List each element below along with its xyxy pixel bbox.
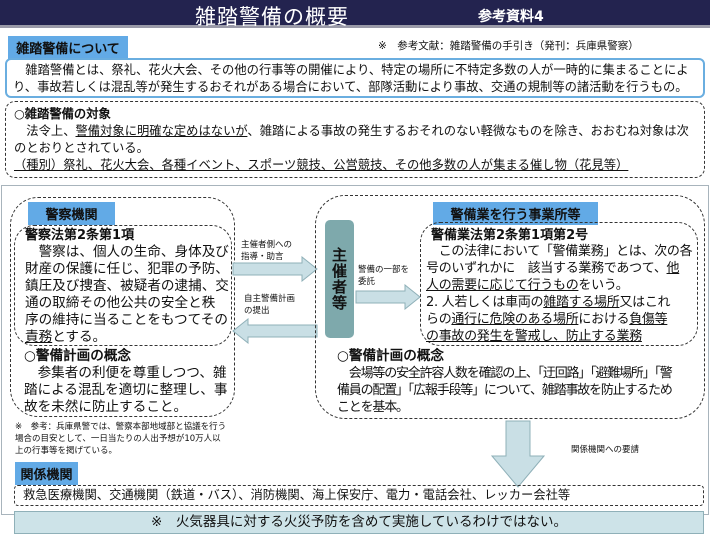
police-line: 鎮圧及び捜査、被疑者の逮捕、交 <box>25 278 229 294</box>
security-line: 又はこれ <box>619 295 671 310</box>
right-arrow-icon <box>232 256 318 282</box>
citation: ※ 参考文献：雑踏警備の手引き（発刊：兵庫県警察） <box>378 40 639 52</box>
arrow-label: 指導・助言 <box>241 252 284 262</box>
about-box: 雑踏警備とは、祭礼、花火大会、その他の行事等の開催により、特定の場所に不特定多数… <box>5 58 705 98</box>
security-plan-line: 備員の配置」「広報手段等」について、雑踏事故を防止するため <box>337 383 673 398</box>
organizer-box: 主催者等 <box>325 220 354 338</box>
footer-banner: ※ 火気器具に対する火災予防を含めて実施しているわけではない。 <box>14 511 704 534</box>
security-line: この法律において「警備業務」とは、次の各 <box>426 244 693 259</box>
target-text: 、雑踏による事故の発生するおそれのない軽微なものを除き、おおむね対象は次 <box>247 124 689 138</box>
target-box: ○雑踏警備の対象 法令上、警備対象に明確な定めはないが、雑踏による事故の発生する… <box>5 101 705 178</box>
target-heading: ○雑踏警備の対象 <box>14 107 111 121</box>
police-label: 警察機関 <box>28 202 115 225</box>
security-line: をいう。 <box>578 278 629 293</box>
arrow-label: 主催者側への <box>241 240 293 250</box>
down-arrow-icon <box>491 420 545 488</box>
security-line: 雑踏する場所 <box>543 295 620 310</box>
security-label: 警備業を行う事業所等 <box>433 202 598 225</box>
page-title: 雑踏警備の概要 <box>195 5 349 29</box>
police-line: とする。 <box>52 329 107 345</box>
police-plan-line: 参集者の利便を尊重しつつ、雑 <box>24 365 227 381</box>
security-line: 他 <box>666 261 680 276</box>
police-line: 序の維持に当ることをもつてその <box>25 312 228 328</box>
arrow-label: の提出 <box>244 306 270 316</box>
arrow-label: 自主警備計画 <box>244 294 296 304</box>
target-text: のとおりとされている。 <box>14 141 149 155</box>
police-law-title: 警察法第2条第1項 <box>25 228 135 243</box>
security-line: 2. 人若しくは車両の <box>426 295 544 310</box>
related-text: 救急医療機関、交通機関（鉄道・バス）、消防機関、海上保安庁、電力・電話会社、レッ… <box>23 488 571 502</box>
police-plan-line: 故を未然に防止すること。 <box>24 399 188 415</box>
police-note: 上の行事等を掲げている。 <box>15 446 118 456</box>
target-text: 警備対象に明確な定めはないが <box>75 124 248 138</box>
arrow-label: 警備の一部を <box>358 265 410 275</box>
request-label: 関係機関への要請 <box>571 445 640 455</box>
security-law-title: 警備業法第2条第1項第2号 <box>431 228 589 243</box>
target-text: 法令上、 <box>14 124 76 138</box>
entrust-arrow-icon <box>355 284 421 310</box>
footer-text: ※ 火気器具に対する火災予防を含めて実施しているわけではない。 <box>151 514 567 530</box>
security-line: における <box>578 312 630 327</box>
police-note: ※ 参考：兵庫県警では、警察本部地域部と協議を行う <box>15 422 227 432</box>
police-box <box>10 197 235 417</box>
security-line: らの <box>426 312 452 327</box>
police-line: 通の取締その他公共の安全と秩 <box>25 295 216 311</box>
related-box: 救急医療機関、交通機関（鉄道・バス）、消防機関、海上保安庁、電力・電話会社、レッ… <box>14 485 704 506</box>
about-line: 雑踏警備とは、祭礼、花火大会、その他の行事等の開催により、特定の場所に不特定多数… <box>13 63 689 77</box>
police-note: 場合の目安として、一日当たりの人出予想が10万人以 <box>15 434 221 444</box>
reference-number: 参考資料4 <box>478 9 544 25</box>
security-line: の事故の発生を警戒し、防止する業務 <box>426 329 642 344</box>
police-plan-line: 踏による混乱を適切に整理し、事 <box>24 382 228 398</box>
security-line: 通行に危険のある場所 <box>451 312 579 327</box>
organizer-label: 主催者等 <box>330 247 348 311</box>
security-plan-line: ことを基本。 <box>337 400 409 415</box>
police-plan-heading: ○警備計画の概念 <box>24 348 132 364</box>
security-law-box: 警備業法第2条第1項第2号 この法律において「警備業務」とは、次の各 号のいずれ… <box>420 222 698 346</box>
police-line: 責務 <box>25 329 53 345</box>
related-label: 関係機関 <box>15 462 78 485</box>
header-bar <box>0 0 710 28</box>
left-arrow-icon <box>232 318 318 344</box>
target-types: （種別）祭礼、花火大会、各種イベント、スポーツ競技、公営競技、その他多数の人が集… <box>14 158 629 172</box>
security-box <box>315 195 705 419</box>
about-line: り、事故若しくは混乱等が発生するおそれがある場合において、部隊活動により事故、交… <box>13 80 688 94</box>
security-line: 負傷等 <box>629 312 668 327</box>
arrow-label: 委託 <box>358 277 376 287</box>
police-line: 財産の保護に任じ、犯罪の予防、 <box>25 261 229 277</box>
police-law-box: 警察法第2条第1項 警察は、個人の生命、身体及び 財産の保護に任じ、犯罪の予防、… <box>14 225 232 346</box>
security-plan-heading: ○警備計画の概念 <box>337 348 445 364</box>
security-plan-line: 会場等の安全許容人数を確認の上、「迂回路」「避難場所」「警 <box>337 366 673 381</box>
about-label: 雑踏警備について <box>8 36 128 59</box>
security-line: 号のいずれかに 該当する業務であつて、 <box>426 261 667 276</box>
security-line: 人の需要に応じて行うもの <box>426 278 579 293</box>
police-line: 警察は、個人の生命、身体及び <box>25 244 229 260</box>
